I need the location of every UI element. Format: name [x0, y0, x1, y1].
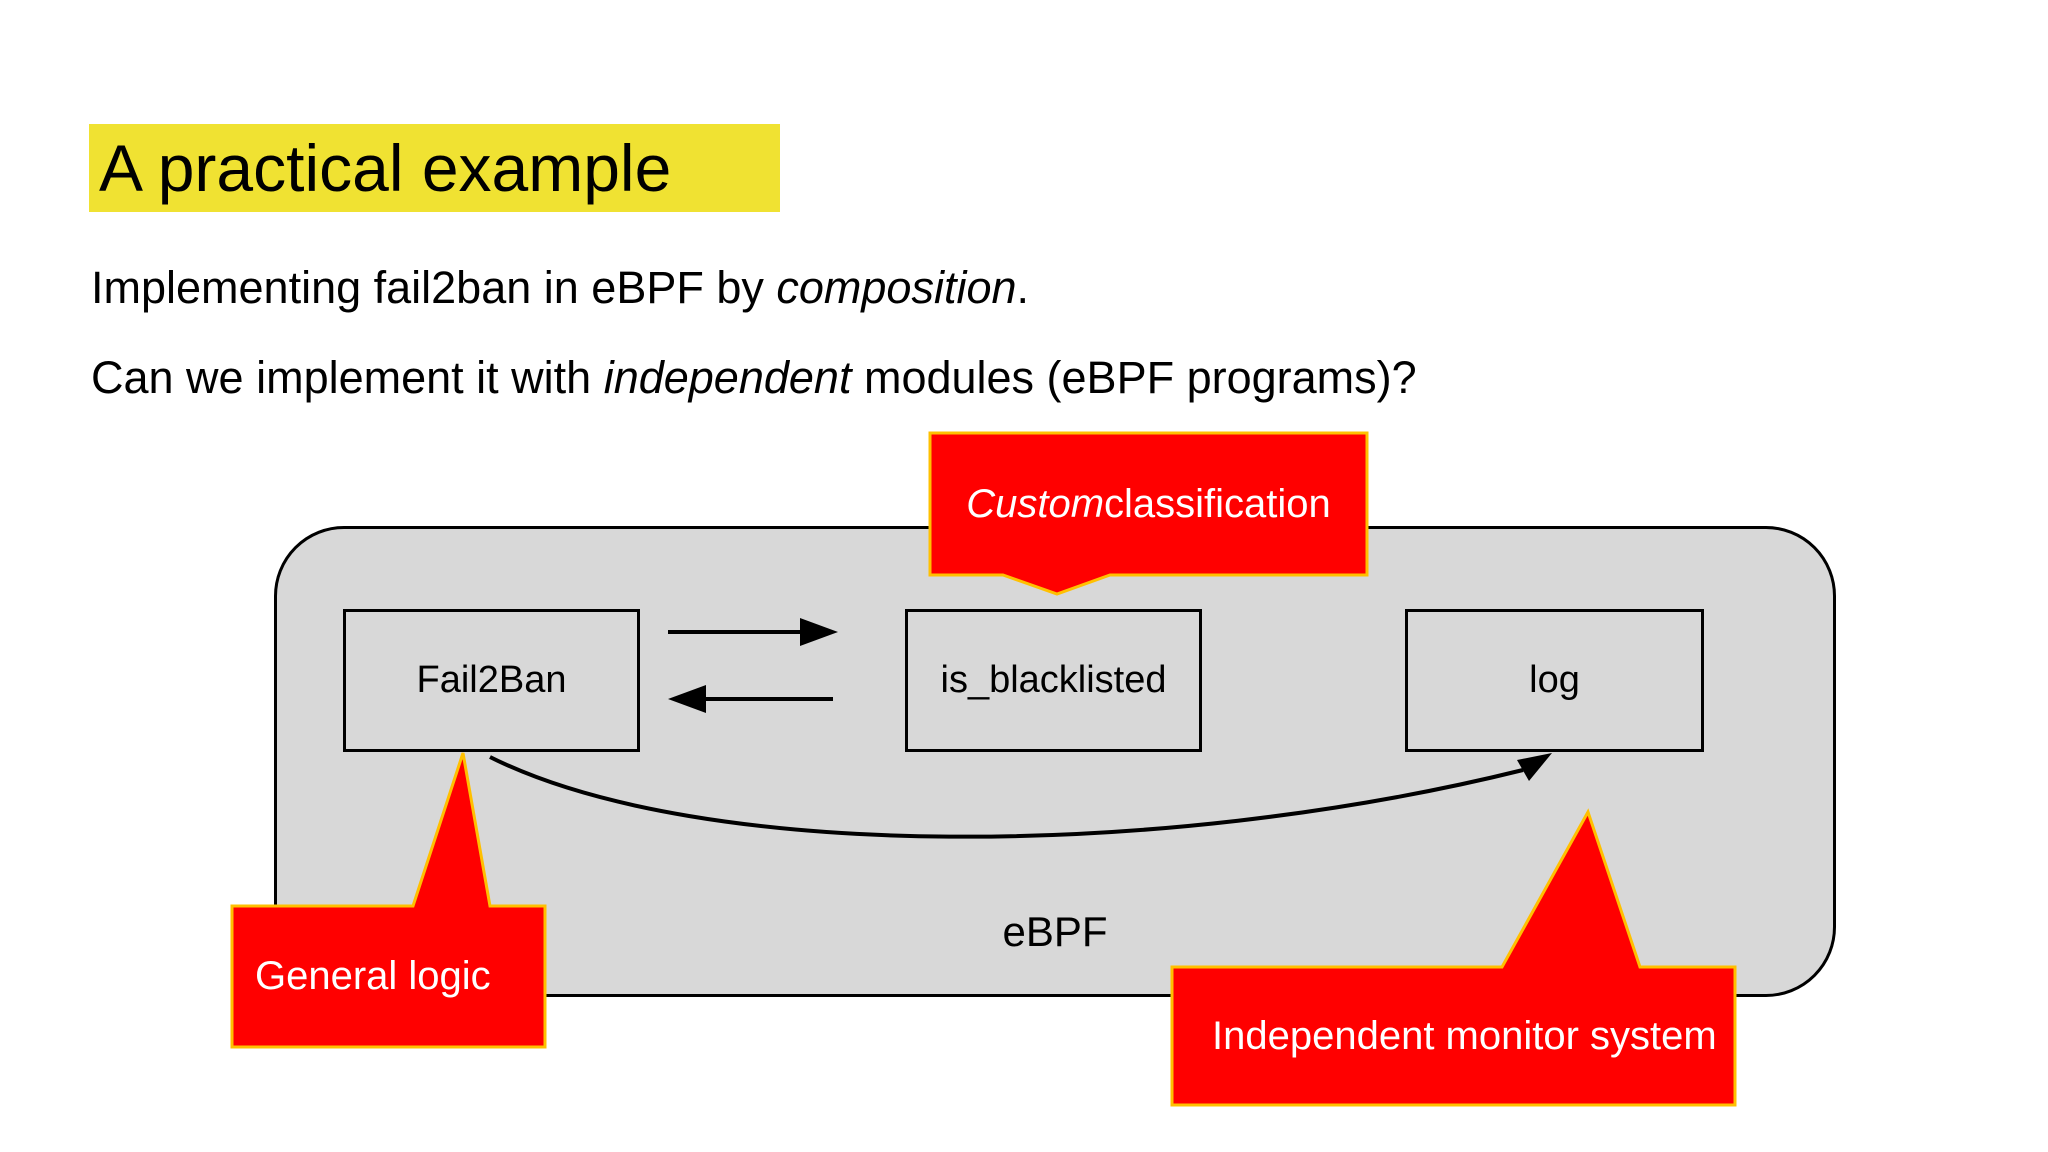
node-label: log — [1529, 659, 1580, 701]
paragraph-italic: composition — [776, 262, 1017, 313]
node-label: is_blacklisted — [940, 659, 1167, 701]
paragraph-composition: Implementing fail2ban in eBPF by composi… — [91, 262, 1029, 314]
callout-italic: Custom — [966, 481, 1105, 526]
paragraph-text: Can we implement it with — [91, 352, 604, 403]
ebpf-label: eBPF — [1002, 908, 1108, 955]
page-title: A practical example — [99, 131, 672, 205]
paragraph-italic: independent — [603, 352, 852, 403]
callout-independent-monitor: Independent monitor system — [1172, 967, 1735, 1105]
node-label: Fail2Ban — [416, 659, 567, 701]
paragraph-text: modules (eBPF programs)? — [851, 352, 1417, 403]
node-fail2ban: Fail2Ban — [343, 609, 640, 752]
callout-label: Independent monitor system — [1212, 1013, 1717, 1058]
callout-label: General logic — [255, 954, 491, 998]
callout-label: classification — [1104, 481, 1331, 526]
callout-custom-classification: Custom classification — [930, 433, 1367, 575]
paragraph-question: Can we implement it with independent mod… — [91, 352, 1417, 404]
node-is-blacklisted: is_blacklisted — [905, 609, 1202, 752]
node-log: log — [1405, 609, 1704, 752]
callout-general-logic: General logic — [232, 906, 545, 1047]
paragraph-text: . — [1016, 262, 1030, 313]
title-highlight: A practical example — [89, 124, 780, 212]
paragraph-text: Implementing fail2ban in eBPF by — [91, 262, 777, 313]
